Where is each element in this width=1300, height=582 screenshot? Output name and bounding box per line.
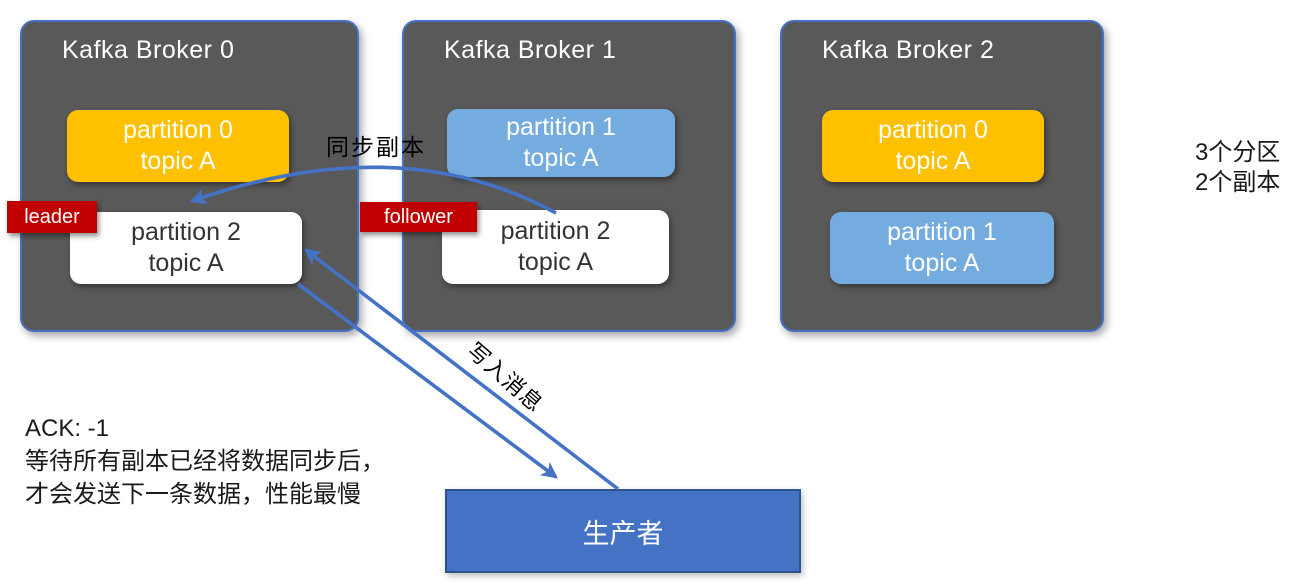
partition-topic: topic A (904, 249, 980, 277)
producer-label: 生产者 (582, 518, 664, 549)
broker-2-partition-1: partition 1 topic A (830, 212, 1054, 284)
partition-topic: topic A (895, 147, 971, 175)
partition-name: partition 1 (506, 113, 616, 141)
ack-note-line2: 等待所有副本已经将数据同步后， (25, 448, 385, 475)
follower-badge: follower (360, 202, 477, 232)
replica-count-line: 2个副本 (1195, 169, 1281, 196)
partition-name: partition 0 (123, 116, 233, 144)
broker-1-box: Kafka Broker 1 partition 1 topic A parti… (402, 20, 736, 332)
partition-topic: topic A (148, 249, 224, 277)
producer-box: 生产者 (445, 489, 801, 573)
partition-name: partition 1 (887, 218, 997, 246)
broker-0-partition-2-leader: partition 2 topic A (70, 212, 302, 284)
partition-topic: topic A (140, 147, 216, 175)
leader-badge: leader (7, 201, 97, 233)
ack-note-line3: 才会发送下一条数据，性能最慢 (25, 481, 361, 508)
broker-0-partition-0: partition 0 topic A (67, 110, 289, 182)
partition-count-line: 3个分区 (1195, 139, 1281, 166)
ack-note-line1: ACK: -1 (25, 415, 110, 442)
ack-note: ACK: -1 等待所有副本已经将数据同步后， 才会发送下一条数据，性能最慢 (25, 412, 385, 511)
broker-0-box: Kafka Broker 0 partition 0 topic A parti… (20, 20, 359, 332)
replica-count-note: 3个分区 2个副本 (1195, 138, 1280, 198)
sync-replica-label: 同步副本 (326, 134, 426, 160)
partition-name: partition 2 (131, 218, 241, 246)
broker-2-title: Kafka Broker 2 (822, 36, 995, 64)
partition-name: partition 2 (500, 217, 611, 245)
broker-2-partition-0: partition 0 topic A (822, 110, 1044, 182)
write-message-label: 写入消息 (462, 337, 549, 418)
broker-2-box: Kafka Broker 2 partition 0 topic A parti… (780, 20, 1104, 332)
partition-topic: topic A (517, 248, 594, 276)
broker-1-partition-1: partition 1 topic A (447, 109, 675, 177)
broker-1-title: Kafka Broker 1 (444, 36, 617, 64)
partition-topic: topic A (523, 144, 599, 172)
partition-name: partition 0 (878, 116, 988, 144)
broker-0-title: Kafka Broker 0 (62, 36, 235, 64)
